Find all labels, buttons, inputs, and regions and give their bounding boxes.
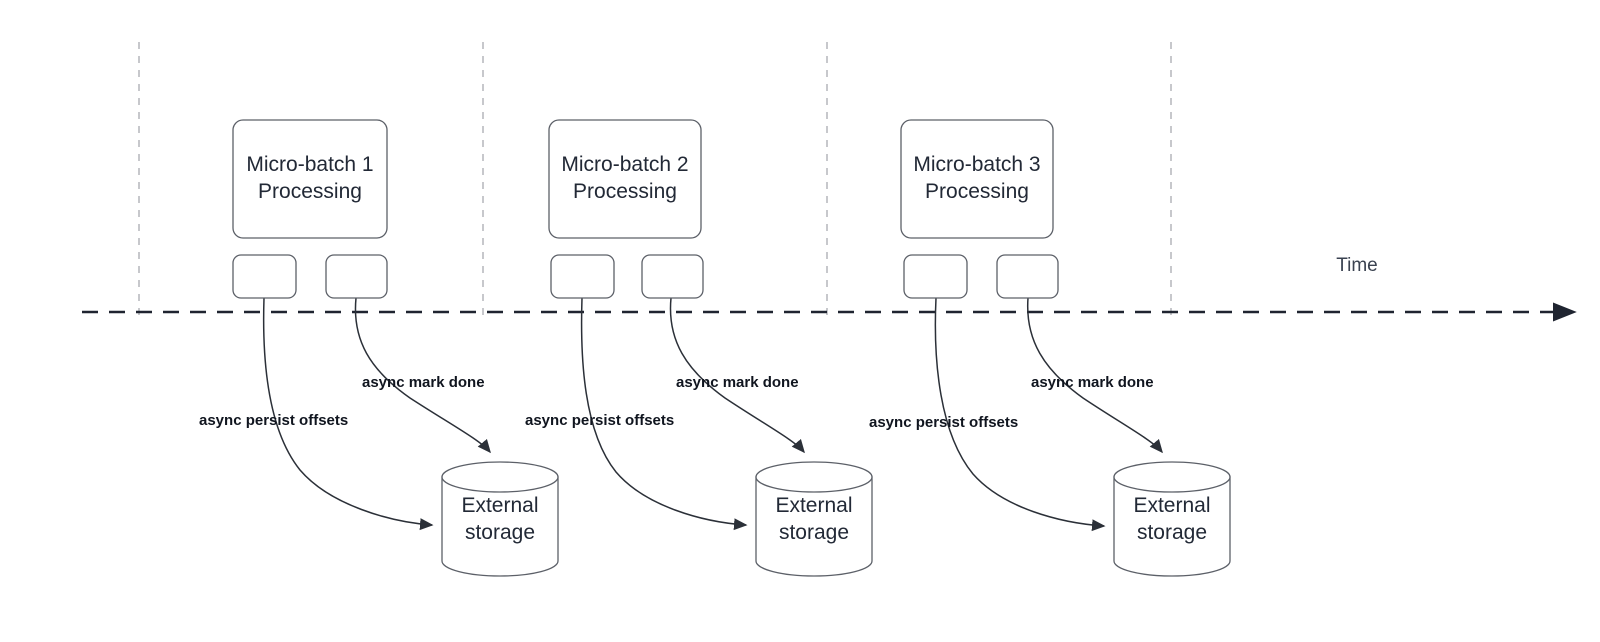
micro-batch-label-3: Micro-batch 3 Processing [901, 151, 1053, 205]
micro-batch-label-2: Micro-batch 2 Processing [549, 151, 701, 205]
async-edges [262, 297, 1163, 532]
edge-label-persist-offsets-1: async persist offsets [199, 412, 349, 429]
edge-label-mark-done-1: async mark done [362, 374, 485, 391]
storage-label-1: External storage [442, 492, 558, 546]
edge-persist-offsets-1 [262, 297, 434, 531]
storage-line2-2: storage [778, 521, 850, 544]
micro-batch-box-2[interactable] [548, 119, 702, 239]
storage-line1-3: External [1133, 494, 1211, 517]
storage-line1-2: External [775, 494, 853, 517]
storage-label-2: External storage [756, 492, 872, 546]
task-box-task-2a[interactable] [550, 254, 615, 299]
storage-body-1 [441, 476, 559, 577]
edge-mark-done-2 [669, 297, 805, 454]
edge-label-mark-done-2: async mark done [676, 374, 799, 391]
micro-batch-box-3[interactable] [900, 119, 1054, 239]
micro-batch-line2-2: Processing [573, 180, 677, 203]
edge-mark-done-3 [1026, 297, 1163, 454]
edge-label-persist-offsets-3: async persist offsets [869, 414, 1019, 431]
task-box-task-1b[interactable] [325, 254, 388, 299]
edge-mark-done-1 [354, 297, 491, 454]
micro-batch-line1-1: Micro-batch 1 [246, 153, 374, 176]
storage-top-ellipse-3 [1113, 461, 1231, 493]
storage-line1-1: External [461, 494, 539, 517]
storage-line2-3: storage [1136, 521, 1208, 544]
time-axis-label: Time [1336, 255, 1378, 276]
micro-batch-line2-3: Processing [925, 180, 1029, 203]
timeline-guides [138, 42, 1172, 318]
external-storage-1[interactable] [441, 461, 559, 577]
micro-batch-label-1: Micro-batch 1 Processing [233, 151, 387, 205]
micro-batch-line2-1: Processing [258, 180, 362, 203]
storage-body-3 [1113, 476, 1231, 577]
edge-persist-offsets-2 [580, 297, 748, 531]
micro-batch-box-1[interactable] [232, 119, 388, 239]
diagram-shapes [232, 119, 1231, 577]
storage-body-2 [755, 476, 873, 577]
micro-batch-line1-2: Micro-batch 2 [561, 153, 689, 176]
storage-top-ellipse-1 [441, 461, 559, 493]
edge-label-persist-offsets-2: async persist offsets [525, 412, 675, 429]
edge-persist-offsets-3 [934, 297, 1106, 532]
external-storage-2[interactable] [755, 461, 873, 577]
storage-label-3: External storage [1114, 492, 1230, 546]
edge-label-mark-done-3: async mark done [1031, 374, 1154, 391]
task-box-task-1a[interactable] [232, 254, 297, 299]
task-box-task-3a[interactable] [903, 254, 968, 299]
external-storage-3[interactable] [1113, 461, 1231, 577]
task-box-task-3b[interactable] [996, 254, 1059, 299]
task-box-task-2b[interactable] [641, 254, 704, 299]
micro-batch-line1-3: Micro-batch 3 [913, 153, 1041, 176]
storage-top-ellipse-2 [755, 461, 873, 493]
storage-line2-1: storage [464, 521, 536, 544]
